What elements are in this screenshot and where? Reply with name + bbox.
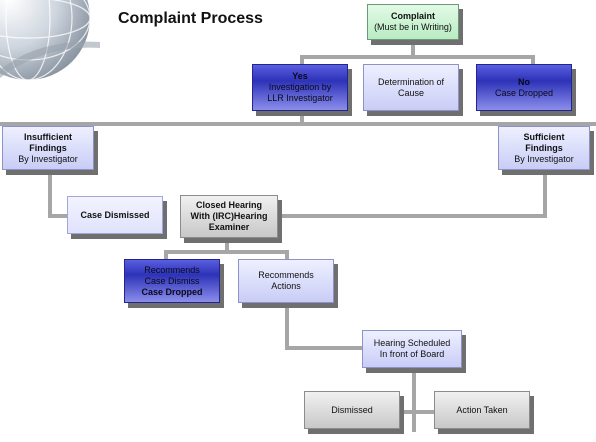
recommends-dismiss-box: Recommends Case Dismiss Case Dropped [124,259,220,303]
connector-to-no [531,55,535,65]
connector-scheduled-down [412,368,416,432]
closed-hearing-line1: Closed Hearing [195,200,262,210]
insufficient-findings-box: Insufficient Findings By Investigator [2,126,94,170]
connector-hearing-down [225,238,229,253]
connector-complaint-down [411,40,415,57]
case-dismissed-label: Case Dismissed [80,209,150,220]
no-line2: Case Dropped [494,87,554,98]
connector-to-hearing-scheduled [285,346,363,350]
recommends-actions-box: Recommends Actions [238,259,334,303]
connector-outcomes-bus [400,410,436,414]
recommends-dismiss-line1: Recommends [144,264,200,275]
connector-recommend-bus [164,250,289,254]
page-title: Complaint Process [118,10,263,27]
connector-to-yes [300,55,304,65]
yes-investigation-box: Yes Investigation by LLR Investigator [252,64,348,111]
determination-line1: Determination of [377,76,445,87]
sufficient-line1: Sufficient [523,131,565,142]
connector-actions-down [285,302,289,350]
recommends-dismiss-line3: Case Dropped [141,286,203,297]
action-taken-box: Action Taken [434,391,530,429]
determination-line2: Cause [397,87,424,98]
complaint-note: (Must be in Writing) [374,22,452,32]
recommends-actions-line1: Recommends [258,270,314,280]
sufficient-line3: By Investigator [514,153,574,164]
connector-to-recommend-dismiss [164,250,168,260]
sufficient-findings-box: Sufficient Findings By Investigator [498,126,590,170]
insufficient-line3: By Investigator [18,153,78,164]
yes-line2: Investigation by [268,82,332,92]
connector-top-bus [300,55,535,59]
insufficient-line2: Findings [29,142,67,153]
closed-hearing-line3: Examiner [208,222,250,232]
hearing-scheduled-line2: In front of Board [379,349,445,359]
connector-to-closed-hearing [278,214,547,218]
determination-box: Determination of Cause [363,64,459,111]
insufficient-line1: Insufficient [23,131,72,142]
connector-to-case-dismissed [48,214,68,218]
case-dismissed-box: Case Dismissed [67,196,163,234]
action-taken-label: Action Taken [456,404,508,415]
connector-to-recommend-actions [285,250,289,260]
hearing-scheduled-line1: Hearing Scheduled [373,338,451,348]
globe-logo-icon [0,0,100,100]
sufficient-line2: Findings [525,142,563,153]
connector-insufficient-down [48,170,52,218]
dismissed-box: Dismissed [304,391,400,429]
recommends-actions-line2: Actions [271,281,301,291]
hearing-scheduled-box: Hearing Scheduled In front of Board [362,330,462,368]
connector-findings-bus [0,122,596,126]
yes-line3: LLR Investigator [267,93,333,103]
yes-label: Yes [292,71,308,81]
connector-yes-down [300,112,304,126]
no-case-dropped-box: No Case Dropped [476,64,572,111]
complaint-box: Complaint (Must be in Writing) [367,4,459,40]
closed-hearing-line2: With (IRC)Hearing [190,211,268,221]
no-label: No [518,76,530,87]
recommends-dismiss-line2: Case Dismiss [144,275,200,286]
dismissed-label: Dismissed [331,404,373,415]
closed-hearing-box: Closed Hearing With (IRC)Hearing Examine… [180,195,278,238]
connector-sufficient-down [543,170,547,218]
complaint-label: Complaint [391,11,435,21]
